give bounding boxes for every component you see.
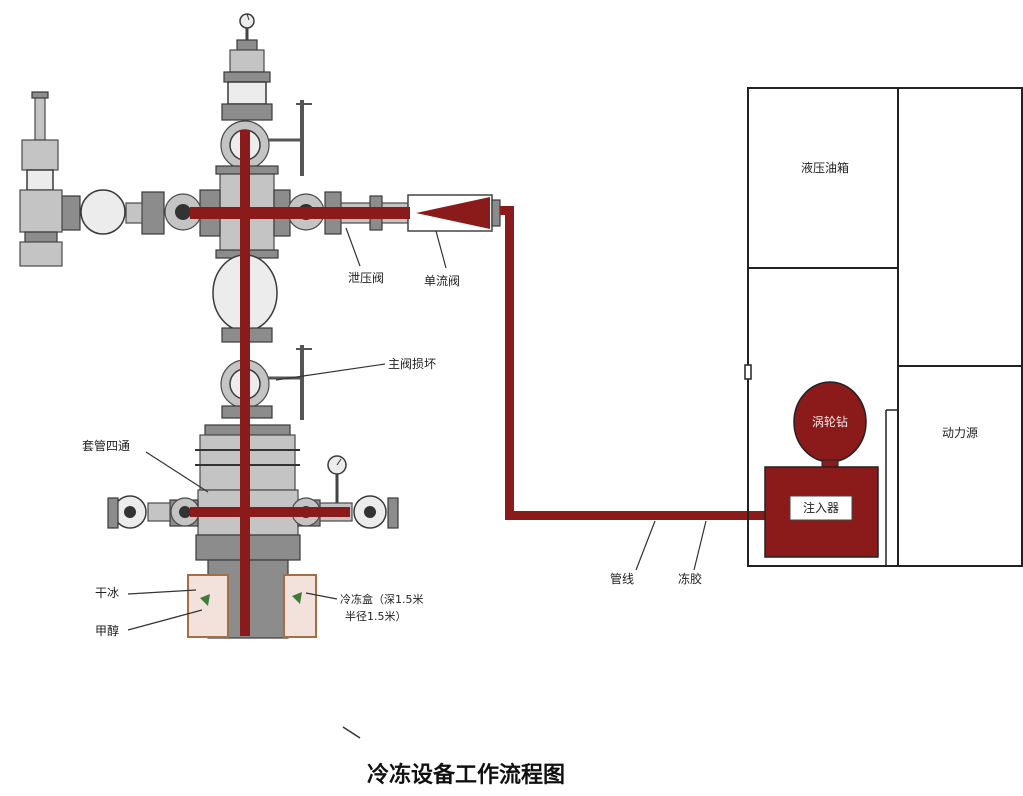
check-valve <box>407 194 501 232</box>
upper-horizontal-flow <box>190 207 410 219</box>
door-marker <box>744 364 752 380</box>
choke-assembly <box>19 91 63 267</box>
lower-horizontal-flow <box>190 507 350 517</box>
left-wing-valves <box>61 189 221 237</box>
vertical-main-flow <box>240 130 250 636</box>
main-valve-damaged-label: 主阀损坏 <box>388 357 436 371</box>
injector-label-box <box>789 495 853 521</box>
hydraulic-tank-label: 液压油箱 <box>801 160 849 175</box>
injector-label: 注入器 <box>803 500 839 515</box>
turbine-unit <box>793 381 867 470</box>
stray-mark <box>342 726 361 739</box>
injector-unit <box>764 466 879 558</box>
power-source-label: 动力源 <box>942 426 978 440</box>
freeze-box-label-line1: 冷冻盒（深1.5米 <box>340 592 424 606</box>
diagram-title: 冷冻设备工作流程图 <box>367 762 565 788</box>
check-valve-label: 单流阀 <box>424 274 460 288</box>
casing-cross-label: 套管四通 <box>82 438 130 453</box>
top-bonnet <box>221 39 273 121</box>
horizontal-supply-line <box>505 511 767 520</box>
flow-pipes <box>190 130 767 636</box>
freeze-box <box>187 574 317 638</box>
casing-pressure-gauge <box>327 455 347 503</box>
pipeline-label: 管线 <box>610 571 634 586</box>
top-pressure-gauge <box>239 13 255 40</box>
freeze-box-label-line2: 半径1.5米） <box>345 609 407 623</box>
vertical-return-line <box>505 206 514 520</box>
methanol-label: 甲醇 <box>95 623 119 638</box>
leader-lines <box>127 227 707 739</box>
relief-valve-label: 泄压阀 <box>348 271 384 285</box>
frozen-gel-label: 冻胶 <box>678 571 702 586</box>
wellhead <box>19 13 501 639</box>
main-valve <box>220 345 312 420</box>
methanol-mark <box>292 592 302 604</box>
dry-ice-label: 干冰 <box>95 586 119 600</box>
turbine-label: 涡轮钻 <box>812 414 848 429</box>
dry-ice-mark <box>200 594 210 606</box>
equipment-room <box>744 87 1023 567</box>
